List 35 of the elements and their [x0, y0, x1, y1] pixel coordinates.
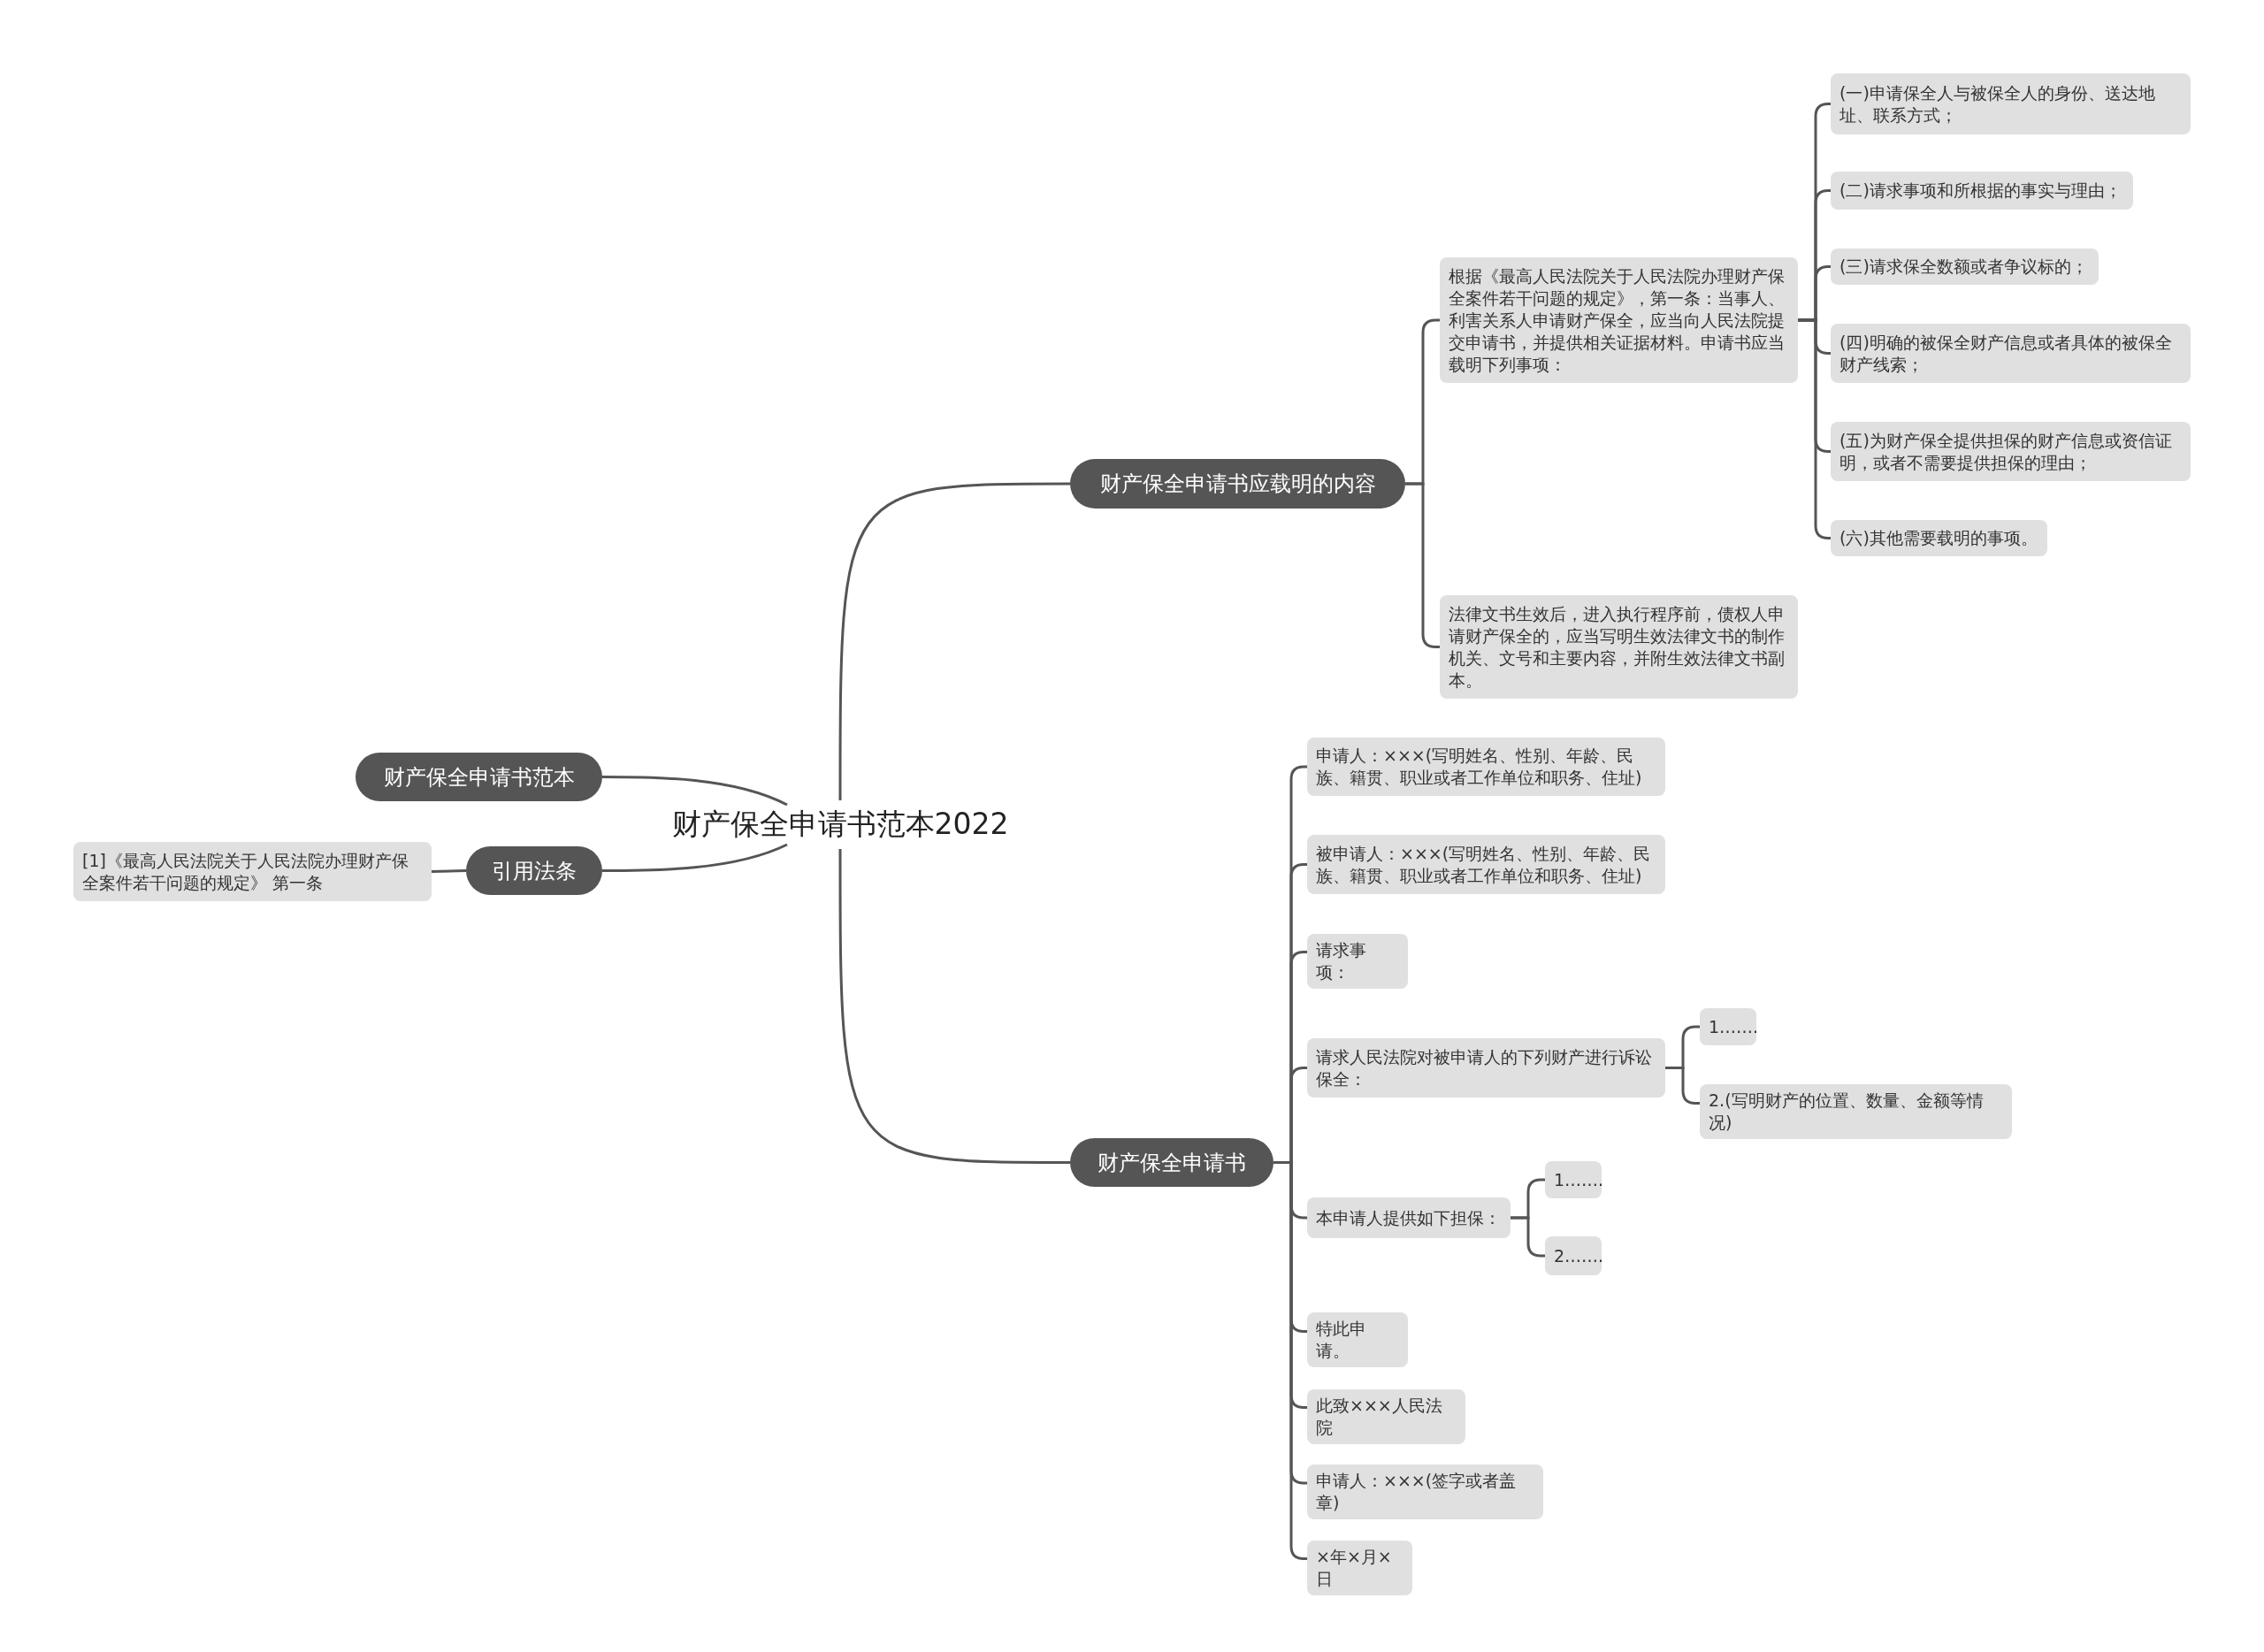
- text-box: ×年×月×日: [1307, 1541, 1412, 1595]
- text-box: 法律文书生效后，进入执行程序前，债权人申请财产保全的，应当写明生效法律文书的制作机关、文号和主要内容，并附生效法律文书副本。: [1440, 595, 1798, 699]
- text-box: 申请人：×××(签字或者盖章): [1307, 1465, 1543, 1519]
- connector-line: [838, 849, 1070, 1164]
- text-box: 请求事项：: [1307, 934, 1408, 989]
- connector-line: [1511, 1216, 1545, 1258]
- connector-line: [602, 843, 788, 872]
- text-box: (五)为财产保全提供担保的财产信息或资信证明，或者不需要提供担保的理由；: [1831, 422, 2191, 481]
- connector-line: [602, 776, 788, 807]
- text-box: 特此申请。: [1307, 1312, 1408, 1367]
- text-box: 1…….: [1545, 1161, 1602, 1198]
- text-box: 请求人民法院对被申请人的下列财产进行诉讼保全：: [1307, 1038, 1665, 1098]
- text-box: 2.(写明财产的位置、数量、金额等情况): [1700, 1084, 2012, 1139]
- topic-pill: 财产保全申请书应载明的内容: [1070, 459, 1405, 509]
- text-box: 2…….: [1545, 1236, 1602, 1275]
- topic-pill: 引用法条: [466, 846, 602, 895]
- central-topic: 财产保全申请书范本2022: [672, 800, 1008, 849]
- text-box: 此致×××人民法院: [1307, 1389, 1465, 1444]
- text-box: (三)请求保全数额或者争议标的；: [1831, 249, 2099, 285]
- text-box: 根据《最高人民法院关于人民法院办理财产保全案件若干问题的规定》，第一条：当事人、利害关系人申请财产保全，应当向人民法院提交申请书，并提供相关证据材料。申请书应当载明下列事项：: [1440, 257, 1798, 383]
- text-box: 本申请人提供如下担保：: [1307, 1197, 1511, 1238]
- topic-pill: 财产保全申请书: [1070, 1138, 1274, 1187]
- text-box: (二)请求事项和所根据的事实与理由；: [1831, 172, 2133, 210]
- text-box: 申请人：×××(写明姓名、性别、年龄、民族、籍贯、职业或者工作单位和职务、住址): [1307, 738, 1665, 796]
- connector-line: [431, 869, 467, 873]
- text-box: 1…….: [1700, 1008, 1756, 1045]
- text-box: 被申请人：×××(写明姓名、性别、年龄、民族、籍贯、职业或者工作单位和职务、住址): [1307, 835, 1665, 894]
- connector-line: [838, 482, 1070, 800]
- connector-line: [1274, 1161, 1307, 1560]
- text-box: (一)申请保全人与被保全人的身份、送达地址、联系方式；: [1831, 73, 2191, 134]
- topic-pill: 财产保全申请书范本: [356, 753, 602, 801]
- text-box: [1]《最高人民法院关于人民法院办理财产保全案件若干问题的规定》 第一条: [73, 842, 432, 901]
- connector-line: [1405, 482, 1440, 648]
- text-box: (四)明确的被保全财产信息或者具体的被保全财产线索；: [1831, 324, 2191, 383]
- text-box: (六)其他需要载明的事项。: [1831, 520, 2047, 556]
